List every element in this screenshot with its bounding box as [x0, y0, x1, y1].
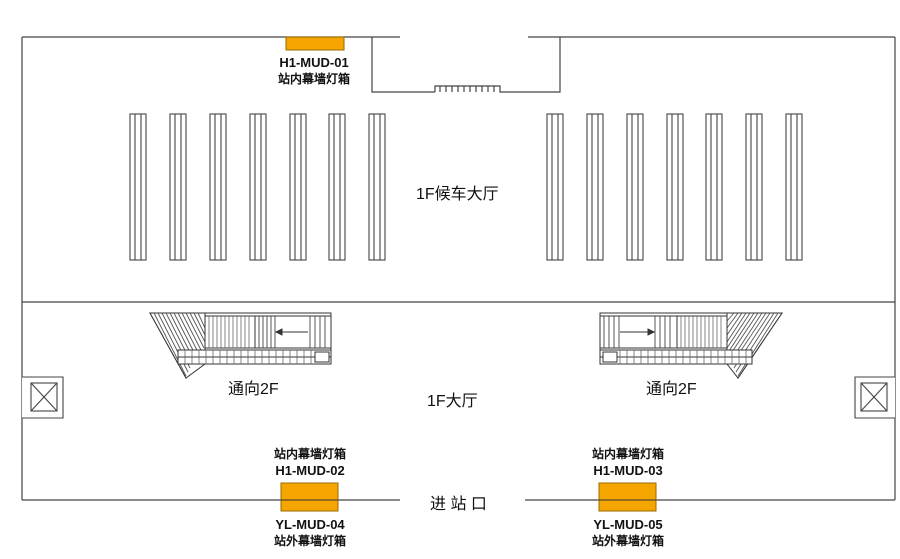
seat-row: [328, 113, 346, 261]
lightbox-h1-mud-03: [598, 482, 657, 512]
elevator-right: [854, 376, 895, 419]
area-label-entrance: 进 站 口: [430, 496, 487, 513]
lightbox-desc-05: 站外幕墙灯箱: [591, 534, 664, 548]
seat-row: [745, 113, 763, 261]
area-label-hall: 1F大厅: [427, 393, 478, 410]
staircase-left: [149, 312, 332, 380]
lightbox-desc-03: 站内幕墙灯箱: [591, 447, 664, 461]
seat-row: [626, 113, 644, 261]
seat-row: [368, 113, 386, 261]
stair-label-right: 通向2F: [646, 381, 697, 398]
seat-row: [705, 113, 723, 261]
seat-row: [249, 113, 267, 261]
seat-row: [546, 113, 564, 261]
seat-row: [666, 113, 684, 261]
lightbox-desc-01: 站内幕墙灯箱: [277, 72, 350, 86]
seat-row: [169, 113, 187, 261]
lightbox-code-03: H1-MUD-03: [593, 463, 663, 478]
seat-row: [209, 113, 227, 261]
lightbox-desc-02: 站内幕墙灯箱: [273, 447, 346, 461]
lightbox-desc-04: 站外幕墙灯箱: [273, 534, 346, 548]
lightbox-h1-mud-02: [280, 482, 339, 512]
staircase-right: [599, 312, 783, 379]
seat-row: [129, 113, 147, 261]
seat-row: [785, 113, 803, 261]
lightbox-code-05: YL-MUD-05: [593, 517, 663, 532]
stair-label-left: 通向2F: [228, 381, 279, 398]
lightbox-code-02: H1-MUD-02: [275, 463, 345, 478]
top-notch: [371, 37, 561, 93]
elevator-left: [22, 376, 64, 419]
lightbox-code-04: YL-MUD-04: [275, 517, 345, 532]
seat-row: [289, 113, 307, 261]
gate-coil: [434, 85, 503, 93]
lightbox-code-01: H1-MUD-01: [279, 55, 349, 70]
seat-row: [586, 113, 604, 261]
lightbox-h1-mud-01: [285, 36, 345, 51]
area-label-waiting-hall: 1F候车大厅: [416, 186, 499, 203]
